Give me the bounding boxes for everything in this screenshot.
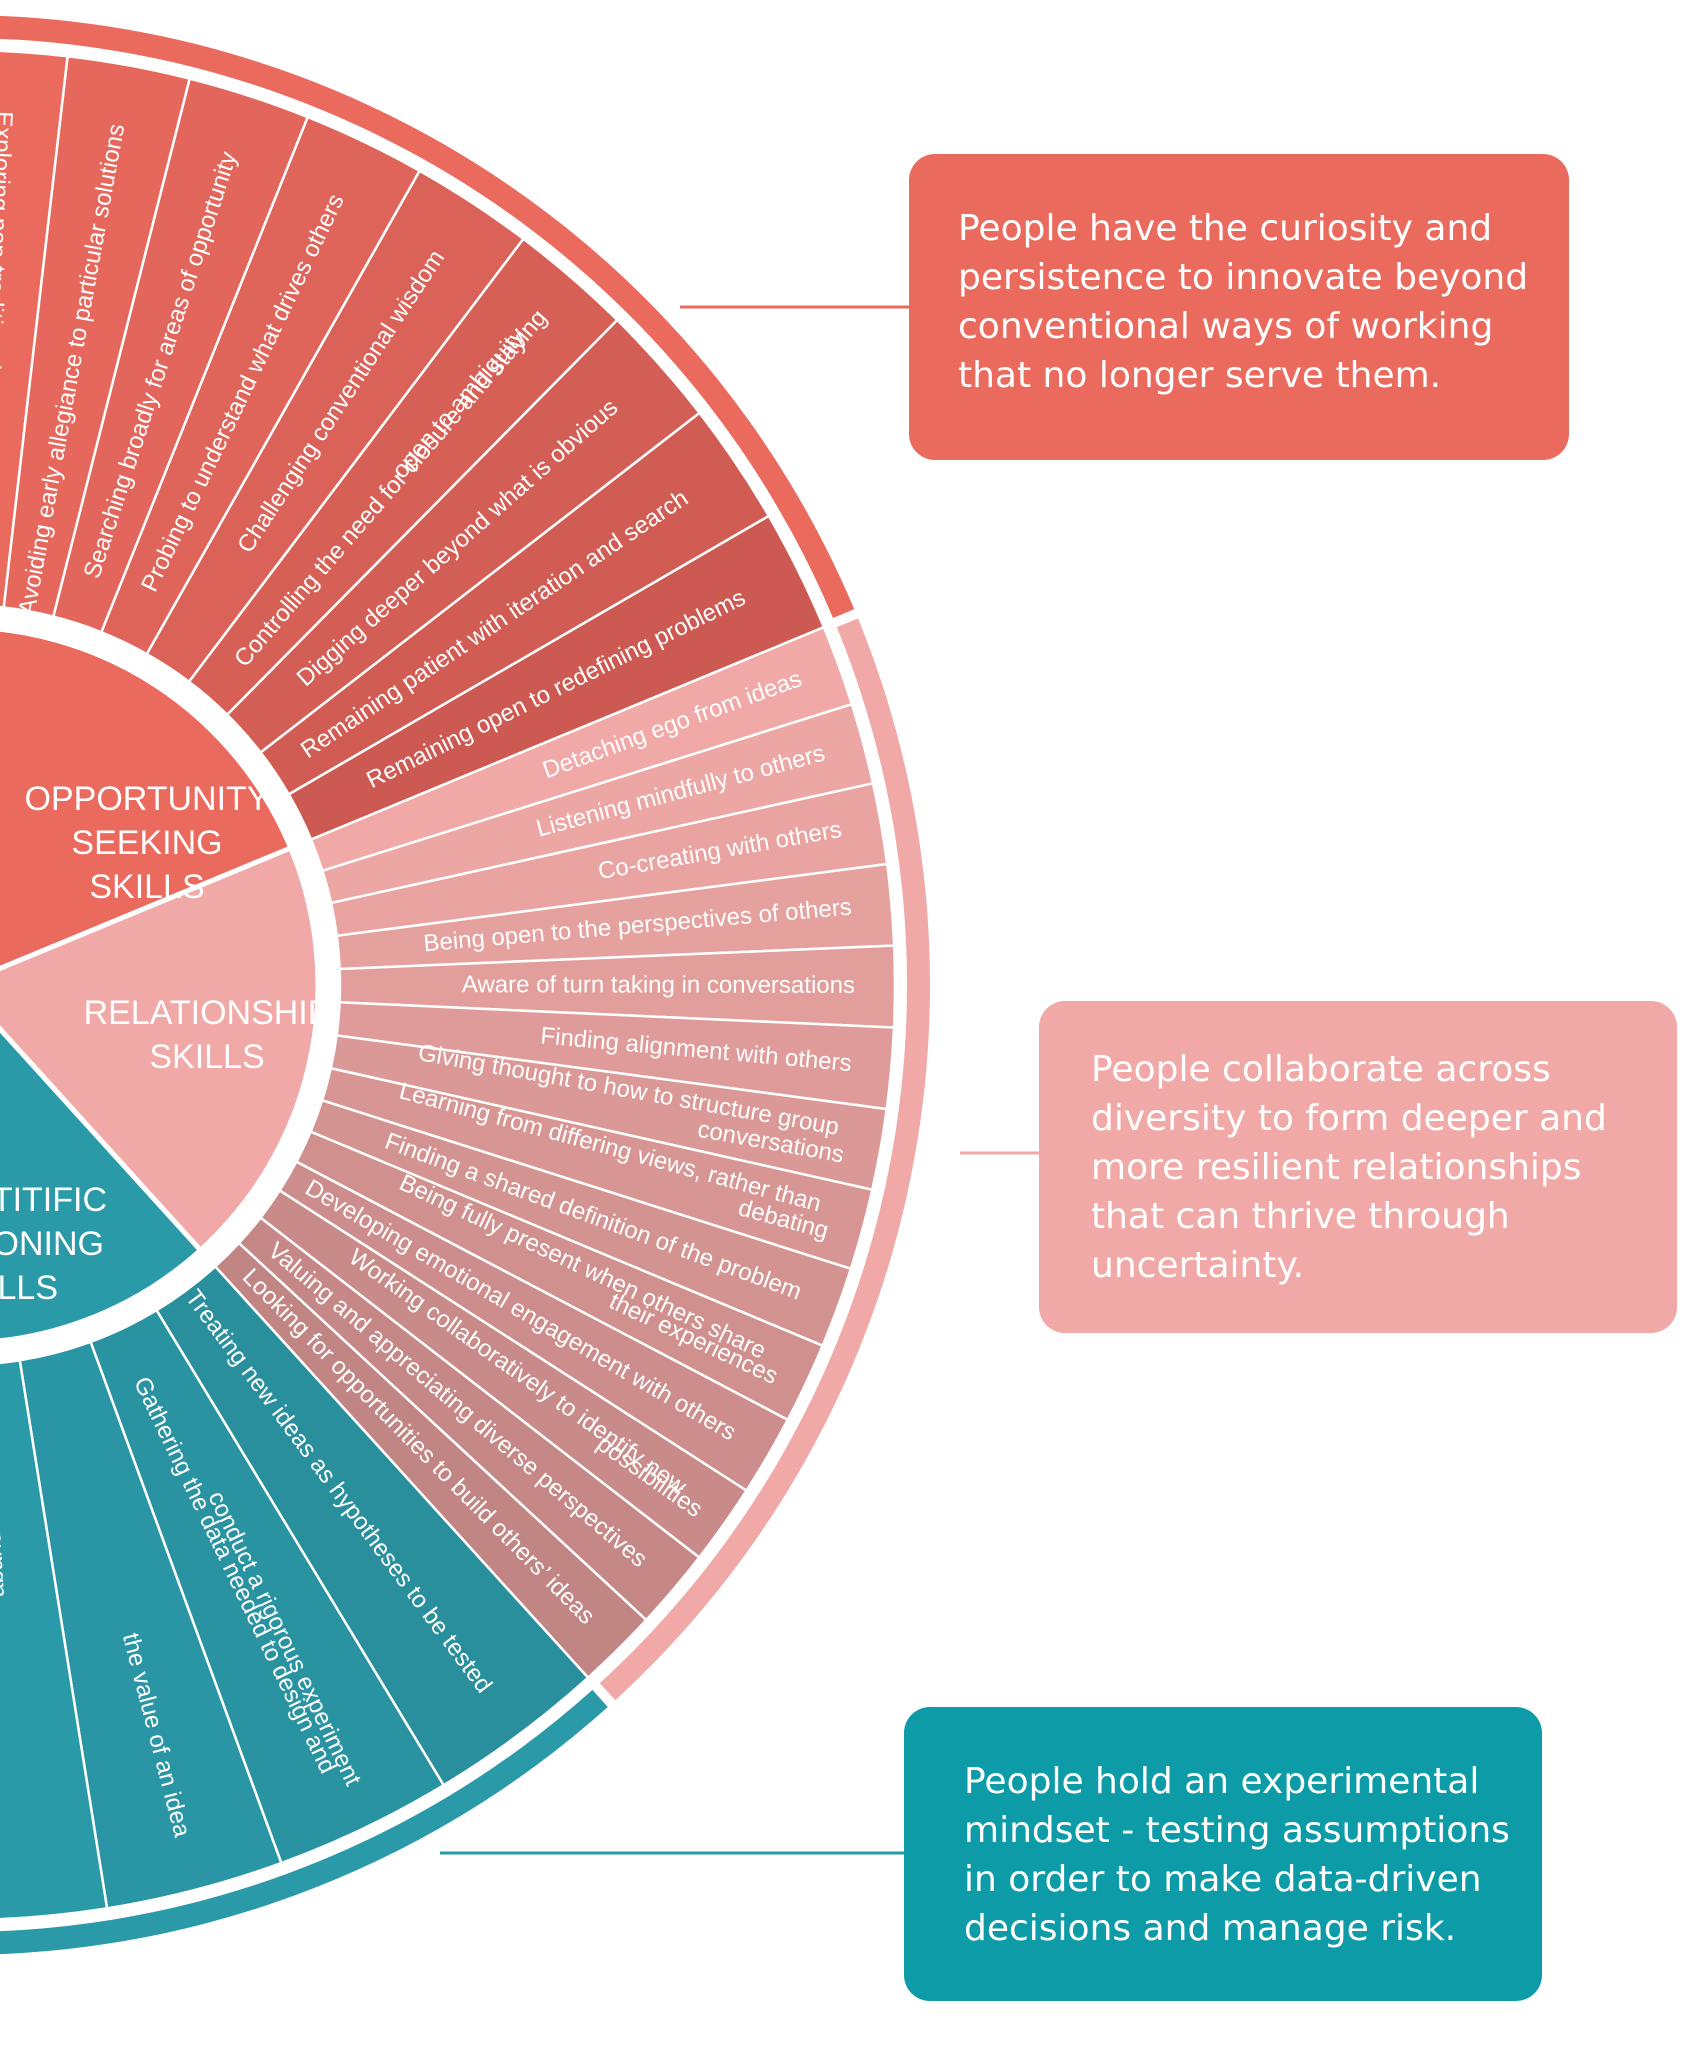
card-text-line: diversity to form deeper and	[1091, 1098, 1607, 1139]
category-sectors	[0, 626, 321, 1344]
category-title-line: SKILLS	[149, 1038, 264, 1076]
category-titles: OPPORTUNITY SEEKING SKILLS RELATIONSHIP SKIL…	[0, 780, 330, 1307]
card-text-line: that can thrive through	[1091, 1196, 1510, 1237]
category-sector-opportunity	[0, 626, 295, 972]
card-text-line: People hold an experimental	[964, 1761, 1480, 1802]
card-text-line: in order to make data-driven	[964, 1859, 1482, 1900]
category-title-line: OPPORTUNITY	[25, 780, 270, 818]
card-text-line: People have the curiosity and	[958, 208, 1493, 249]
category-sector-scientific	[0, 1025, 205, 1344]
card-text-line: conventional ways of working	[958, 306, 1494, 347]
card-text-line: decisions and manage risk.	[964, 1908, 1457, 1949]
category-title-line: LLS	[0, 1269, 58, 1307]
outer-ring-scientific	[0, 1689, 608, 1955]
skill-sector	[0, 1358, 109, 1921]
card-text-line: that no longer serve them.	[958, 355, 1442, 396]
callout-card-opportunity: People have the curiosity and persistenc…	[909, 154, 1569, 460]
outer-ring-group	[0, 15, 930, 1955]
card-text-line: uncertainty.	[1091, 1245, 1305, 1286]
category-title-line: SEEKING	[71, 824, 222, 862]
skill-item-label: Aware of turn taking in conversations	[462, 971, 855, 999]
card-text-line: more resilient relationships	[1091, 1147, 1582, 1188]
category-title-line: ONING	[0, 1225, 104, 1263]
category-title-line: RELATIONSHIP	[84, 994, 331, 1032]
card-text-line: persistence to innovate beyond	[958, 257, 1529, 298]
category-sector-relationship	[0, 844, 321, 1254]
callout-card-scientific: People hold an experimental mindset - te…	[904, 1707, 1542, 2001]
category-title-line: SKILLS	[89, 868, 204, 906]
card-text-line: mindset - testing assumptions	[964, 1810, 1510, 1851]
category-title-line: TITIFIC	[0, 1181, 107, 1219]
card-text-line: People collaborate across	[1091, 1049, 1551, 1090]
callout-connectors	[440, 305, 1039, 1855]
callout-card-relationship: People collaborate across diversity to f…	[1039, 1001, 1677, 1333]
outer-ring-opportunity	[0, 15, 855, 619]
skill-item-sectors	[0, 49, 897, 1921]
